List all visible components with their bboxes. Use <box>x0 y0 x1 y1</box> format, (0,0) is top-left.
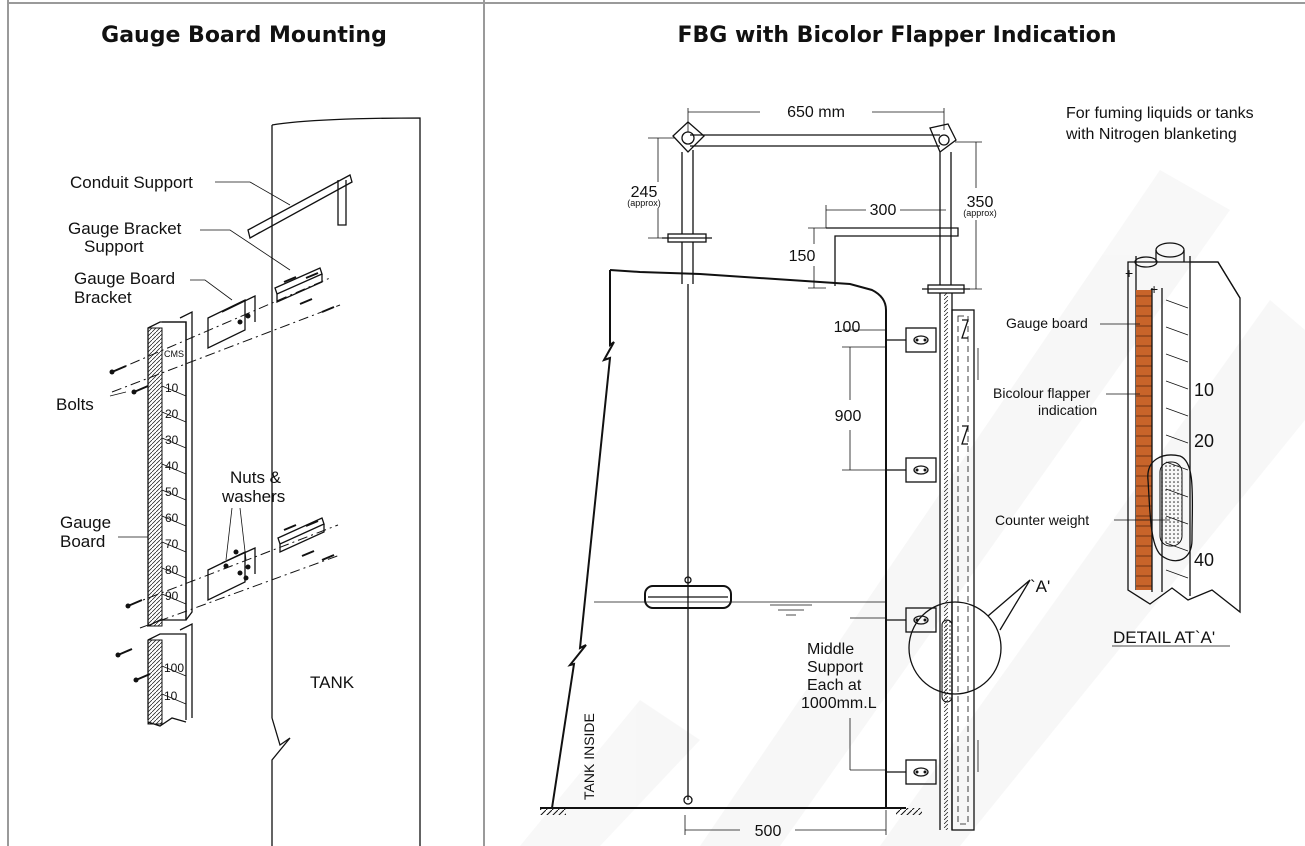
detail-caption: DETAIL AT`A' <box>1113 628 1215 647</box>
scale-unit: CMS <box>164 349 184 359</box>
detail-view: + + 10 20 40 <box>1125 242 1241 614</box>
gauge-board-bracket-lower <box>207 546 256 602</box>
left-panel-title: Gauge Board Mounting <box>101 23 387 48</box>
conduit-support-part <box>247 174 353 239</box>
tank-wall <box>271 117 421 846</box>
gauge-board-bracket-upper <box>207 294 256 350</box>
support-clamp <box>905 759 937 785</box>
dim-first-support: 100 <box>834 319 861 336</box>
bracket-arm <box>826 227 959 286</box>
scale-tick-label: 70 <box>165 537 179 551</box>
note-line-1: For fuming liquids or tanks <box>1066 105 1254 122</box>
scale-tick-label: 100 <box>164 661 184 675</box>
detail-counter-weight-label: Counter weight <box>995 512 1089 528</box>
tank-label: TANK <box>310 673 355 692</box>
detail-bicolour-label-1: Bicolour flapper <box>993 385 1091 401</box>
gauge-board-bracket-label-2: Bracket <box>74 288 132 307</box>
leader <box>225 507 247 561</box>
dim-bottom: 500 <box>755 823 782 840</box>
bolt-axis-lines <box>111 277 341 629</box>
right-panel-title: FBG with Bicolor Flapper Indication <box>677 23 1116 48</box>
gauge-board-mounting-drawing: 10 20 30 40 50 60 70 80 90 CMS 100 10 Conduit Sup… <box>56 117 421 846</box>
middle-support-line-4: 1000mm.L <box>801 695 877 712</box>
leader <box>200 229 291 271</box>
middle-support-line-2: Support <box>807 659 864 676</box>
nuts-washers-label-1: Nuts & <box>230 468 282 487</box>
nuts-washers-label-2: washers <box>221 487 285 506</box>
detail-tick-label: 20 <box>1194 431 1214 451</box>
support-clamp <box>905 457 937 483</box>
gauge-bracket-support-label-2: Support <box>84 237 144 256</box>
gauge-board-label-2: Board <box>60 532 105 551</box>
scale-tick-label: 10 <box>164 689 178 703</box>
callout-label: `A' <box>1030 577 1050 596</box>
detail-scale: 10 20 40 <box>1165 299 1214 579</box>
leader <box>190 279 233 301</box>
detail-callout <box>908 579 1031 695</box>
dim-support-spacing: 900 <box>835 408 862 425</box>
fbg-drawing: + + 10 20 40 For fuming liquids or tanks w… <box>540 104 1254 840</box>
scale-tick-label: 50 <box>165 485 179 499</box>
scale-tick-label: 30 <box>165 433 179 447</box>
support-clamp <box>905 607 937 633</box>
gauge-board-lower <box>147 622 193 727</box>
dim-right-height: 350 <box>967 194 994 211</box>
dim-left-height: 245 <box>631 184 658 201</box>
detail-gauge-board-label: Gauge board <box>1006 315 1088 331</box>
gauge-column <box>939 293 979 831</box>
tank-outline <box>540 269 922 815</box>
gauge-board-upper <box>147 310 193 628</box>
detail-tick-label: 40 <box>1194 550 1214 570</box>
support-clamp <box>905 327 937 353</box>
gauge-bracket-support-lower <box>277 517 325 554</box>
conduit-support-label: Conduit Support <box>70 173 193 192</box>
gauge-board-label-1: Gauge <box>60 513 111 532</box>
dim-left-height-note: (approx) <box>627 198 661 208</box>
panel-frame <box>7 0 1305 846</box>
tank-inside-label: TANK INSIDE <box>581 713 597 800</box>
dim-top-width: 650 mm <box>787 104 845 121</box>
support-clamps <box>886 327 937 785</box>
gauge-bracket-support-upper <box>274 267 323 304</box>
middle-support-line-1: Middle <box>807 641 854 658</box>
middle-support-line-3: Each at <box>807 677 862 694</box>
detail-bicolour-label-2: indication <box>1038 402 1097 418</box>
leader <box>249 181 291 206</box>
gauge-board-lower-scale: 100 10 <box>161 661 187 705</box>
dim-bracket: 300 <box>870 202 897 219</box>
dimension-lines <box>648 108 982 835</box>
scale-tick-label: 60 <box>165 511 179 525</box>
note-line-2: with Nitrogen blanketing <box>1065 126 1237 143</box>
tank-edge <box>271 125 291 846</box>
dim-right-height-note: (approx) <box>963 208 997 218</box>
scale-tick-label: 40 <box>165 459 179 473</box>
scale-tick-label: 20 <box>165 407 179 421</box>
flapper-segments <box>1136 295 1152 587</box>
gauge-bracket-support-label-1: Gauge Bracket <box>68 219 182 238</box>
svg-text:+: + <box>1125 265 1133 281</box>
svg-text:+: + <box>1150 281 1158 297</box>
float-assembly <box>644 284 732 805</box>
bolts-label: Bolts <box>56 395 94 414</box>
dim-bracket-drop: 150 <box>789 248 816 265</box>
gauge-board-bracket-label-1: Gauge Board <box>74 269 175 288</box>
scale-tick-label: 80 <box>165 563 179 577</box>
leader <box>109 391 127 397</box>
gauge-board-scale: 10 20 30 40 50 60 70 80 90 <box>161 381 187 605</box>
scale-tick-label: 90 <box>165 589 179 603</box>
top-pipe-assembly <box>662 121 970 294</box>
bolts-part <box>109 272 335 683</box>
detail-tick-label: 10 <box>1194 380 1214 400</box>
scale-tick-label: 10 <box>165 381 179 395</box>
